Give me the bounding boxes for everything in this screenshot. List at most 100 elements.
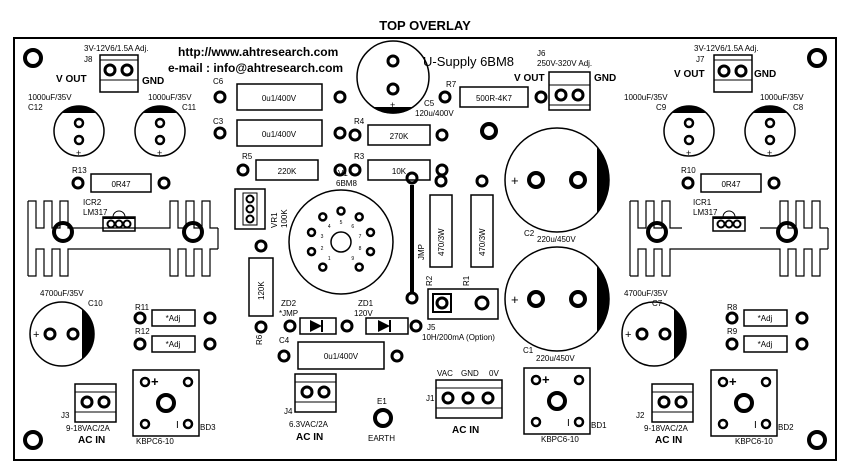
r13-value: 0R47: [111, 180, 131, 189]
j7-vout: V OUT: [674, 69, 705, 80]
board-email: e-mail : info@ahtresearch.com: [168, 61, 343, 75]
connector-j7: 3V-12V6/1.5A Adj. J7 V OUT GND: [674, 44, 776, 93]
valve-pin: [306, 246, 317, 257]
bd1-label: BD1: [591, 421, 607, 430]
r12-label: R12: [135, 327, 150, 336]
capacitor-c8: 1000uF/35V C8 +: [744, 93, 804, 158]
capacitor-c1: + C1 220u/450V: [504, 246, 610, 363]
resistor-r2: 470/3W R2: [425, 174, 453, 286]
j3-label: J3: [61, 411, 70, 420]
icr1-label: ICR1: [693, 198, 712, 207]
e1-label: E1: [377, 397, 387, 406]
e1-earth: EARTH: [368, 434, 395, 443]
heatsink-left: [27, 200, 219, 277]
j4-label: J4: [284, 407, 293, 416]
regulator-icr2: ICR2 LM317: [83, 198, 136, 232]
j1-label: J1: [426, 394, 435, 403]
c10-label: C10: [88, 299, 103, 308]
zd1-value: 120V: [354, 309, 373, 318]
j8-gnd: GND: [142, 76, 164, 87]
polarity-mark: +: [767, 148, 772, 158]
c2-label: C2: [524, 229, 535, 238]
capacitor-c4: C4 0u1/400V: [277, 336, 404, 370]
bridge-bd3: + I BD3 KBPC6-10: [132, 369, 216, 446]
trimmer-vr1: VR1 100K: [234, 188, 289, 230]
c3-label: C3: [213, 117, 224, 126]
r4-value: 270K: [390, 132, 409, 141]
resistor-r10: R10 0R47: [681, 166, 781, 193]
polarity-mark: +: [76, 148, 81, 158]
valve-pin: [318, 262, 328, 272]
j7-spec: 3V-12V6/1.5A Adj.: [694, 44, 759, 53]
valve-pin-number: 1: [328, 256, 331, 262]
j2-ac-in: AC IN: [655, 435, 682, 446]
j5-label: J5: [427, 323, 436, 332]
board-url: http://www.ahtresearch.com: [178, 45, 338, 59]
bridge-bd1: + I BD1 KBPC6-10: [523, 367, 607, 444]
bridge-bd2: + I BD2 KBPC6-10: [710, 369, 794, 446]
polarity-mark: +: [511, 292, 519, 307]
j1-ac-in: AC IN: [452, 425, 479, 436]
resistor-r13: R13 0R47: [71, 166, 171, 193]
r10-label: R10: [681, 166, 696, 175]
j8-vout: V OUT: [56, 74, 87, 85]
r2-value: 470/3W: [437, 228, 446, 256]
valve-pin-number: 8: [359, 246, 362, 252]
c7-value: 4700uF/35V: [624, 289, 668, 298]
valve-pin-number: 3: [321, 234, 324, 240]
valve-pin-number: 6: [351, 224, 354, 230]
valve-pin: [306, 227, 317, 238]
capacitor-c3: C3 0u1/400V: [213, 117, 347, 147]
r3-value: 10K: [392, 167, 407, 176]
c5-label: C5: [424, 99, 435, 108]
j1-vac: VAC: [437, 369, 453, 378]
r9-label: R9: [727, 327, 738, 336]
mounting-hole: [807, 430, 827, 450]
resistor-r6: 120K R6: [248, 239, 274, 345]
c12-label: C12: [28, 103, 43, 112]
board-outline: [13, 37, 837, 461]
j1-gnd: GND: [461, 369, 479, 378]
resistor-r9: R9 *Adj: [725, 327, 809, 353]
r13-label: R13: [72, 166, 87, 175]
connector-j1: VAC GND 0V J1 AC IN: [426, 369, 503, 436]
bd2-label: BD2: [778, 423, 794, 432]
valve-pin-number: 4: [328, 224, 331, 230]
c1-label: C1: [523, 346, 534, 355]
c11-label: C11: [182, 103, 197, 112]
resistor-r7: R7 500R-4K7: [438, 80, 548, 108]
mounting-holes: [23, 48, 827, 450]
r2-label: R2: [425, 275, 434, 286]
valve-pin-number: 7: [359, 234, 362, 240]
valve-pin: [354, 262, 364, 272]
jmp-label: JMP: [417, 244, 426, 260]
polarity-mark: +: [33, 329, 39, 341]
mounting-hole: [480, 122, 498, 140]
c10-value: 4700uF/35V: [40, 289, 84, 298]
regulator-icr1: ICR1 LM317: [693, 198, 746, 232]
polarity-mark: +: [686, 148, 691, 158]
r1-label: R1: [462, 275, 471, 286]
c8-label: C8: [793, 103, 804, 112]
r9-value: *Adj: [758, 340, 773, 349]
c4-value: 0u1/400V: [324, 352, 359, 361]
j8-label: J8: [84, 55, 93, 64]
bd2-value: KBPC6-10: [735, 437, 773, 446]
icr1-value: LM317: [693, 208, 718, 217]
valve-pin-number: 2: [321, 246, 324, 252]
c2-value: 220u/450V: [537, 235, 576, 244]
board-name: U-Supply 6BM8: [423, 54, 514, 69]
c8-value: 1000uF/35V: [760, 93, 804, 102]
j3-value: 9-18VAC/2A: [66, 424, 111, 433]
resistor-r4: R4 270K: [348, 117, 449, 146]
j6-label: J6: [537, 49, 546, 58]
resistor-r3: R3 10K: [348, 152, 449, 181]
capacitor-c10: 4700uF/35V C10 +: [29, 289, 103, 367]
r6-label: R6: [255, 334, 264, 345]
connector-j8: 3V-12V6/1.5A Adj. J8 V OUT GND: [56, 44, 164, 93]
r1-value: 470/3W: [478, 228, 487, 256]
v1-label: V1: [338, 169, 348, 178]
connector-j6: J6 250V-320V Adj. V OUT GND: [514, 49, 616, 111]
r11-label: R11: [135, 303, 150, 312]
